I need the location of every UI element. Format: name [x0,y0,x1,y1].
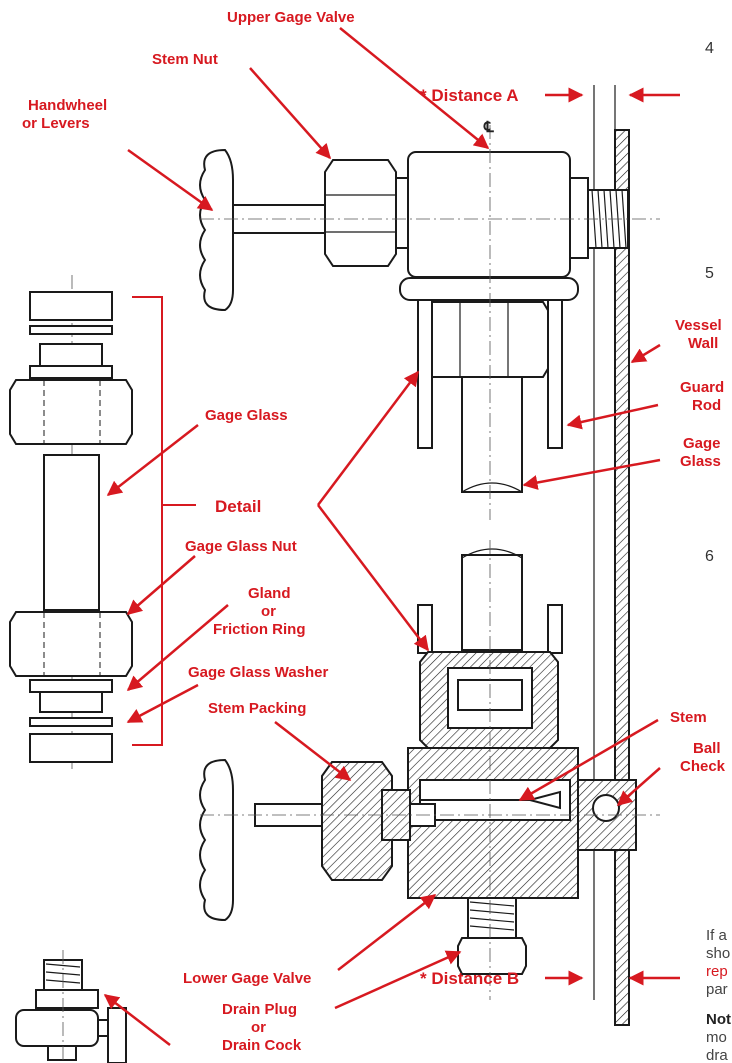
label-drain-3: Drain Cock [222,1037,302,1054]
label-vessel-wall-2: Wall [688,335,718,352]
label-gage-glass-right-2: Glass [680,453,721,470]
side-text-3: rep [706,963,728,980]
label-vessel-wall-1: Vessel [675,317,722,334]
callout-labels: Upper Gage Valve Stem Nut Handwheel or L… [22,9,726,1054]
vessel-wall [614,129,630,1026]
label-detail: Detail [215,497,261,516]
label-stem: Stem [670,709,707,726]
side-text-4: par [706,981,728,998]
centerline-symbol: ℄ [483,119,494,136]
label-guard-rod-1: Guard [680,379,724,396]
step-number-4: 4 [705,40,714,57]
label-ball-check-2: Check [680,758,726,775]
label-distance-b: * Distance B [420,969,519,988]
label-gage-glass-washer: Gage Glass Washer [188,664,329,681]
side-note-2: mo [706,1029,727,1046]
label-gage-glass-right-1: Gage [683,435,721,452]
label-ball-check-1: Ball [693,740,721,757]
leader-arrows [103,27,680,1046]
label-guard-rod-2: Rod [692,397,721,414]
drain-cock-drawing [15,950,127,1063]
label-gland-2: or [261,603,276,620]
label-gage-glass-left: Gage Glass [205,407,288,424]
label-stem-packing: Stem Packing [208,700,306,717]
label-drain-1: Drain Plug [222,1001,297,1018]
upper-gage-valve-drawing [199,125,660,520]
label-handwheel-2: or Levers [22,115,90,132]
label-handwheel-1: Handwheel [28,97,107,114]
page-margin-text: 4 5 6 If a sho rep par Not mo dra [705,40,731,1063]
label-drain-2: or [251,1019,266,1036]
side-note-3: dra [706,1047,728,1063]
side-text-2: sho [706,945,730,962]
side-text-1: If a [706,927,728,944]
label-upper-gage-valve: Upper Gage Valve [227,9,355,26]
label-gland-1: Gland [248,585,291,602]
label-lower-gage-valve: Lower Gage Valve [183,970,311,987]
label-stem-nut: Stem Nut [152,51,218,68]
label-distance-a: * Distance A [420,86,519,105]
side-note-bold: Not [706,1011,731,1028]
detail-exploded-view [9,275,196,770]
step-number-5: 5 [705,265,714,282]
step-number-6: 6 [705,548,714,565]
label-gage-glass-nut: Gage Glass Nut [185,538,297,555]
label-gland-3: Friction Ring [213,621,306,638]
